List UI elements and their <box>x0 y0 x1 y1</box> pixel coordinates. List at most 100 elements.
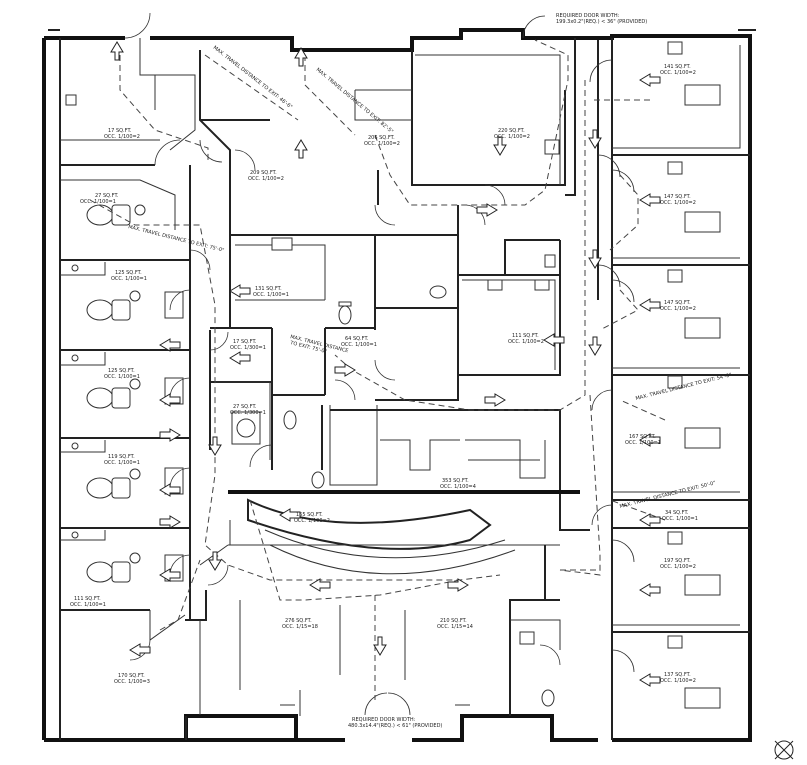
door-note-bottom-line2: 480.3x14.4"(REQ.) < 61" (PROVIDED) <box>348 723 442 729</box>
chair-icon <box>86 552 184 583</box>
arrow-left-icon <box>543 333 565 347</box>
room-occupancy: OCC. 1/100=2 <box>364 141 400 147</box>
room-area: 27 SQ.FT. <box>233 404 257 410</box>
room-area: 141 SQ.FT. <box>664 64 691 70</box>
room-occupancy: OCC. 1/100=3 <box>114 679 150 685</box>
room-occupancy: OCC. 1/100=1 <box>70 602 106 608</box>
sterilizer-icon <box>231 411 261 445</box>
arrow-down-icon <box>588 336 602 356</box>
exterior-walls <box>42 28 756 742</box>
room-occupancy: OCC. 1/15=18 <box>282 624 318 630</box>
door-note-top-line2: 199.3x0.2"(REQ.) < 36" (PROVIDED) <box>556 19 647 25</box>
room-area: 147 SQ.FT. <box>664 300 691 306</box>
exam-tables <box>667 41 721 709</box>
arrow-right-icon <box>334 363 356 377</box>
room-area: 210 SQ.FT. <box>440 618 467 624</box>
room-occupancy: OCC. 1/100=2 <box>660 70 696 76</box>
sink-icon <box>65 94 79 539</box>
room-area: 165 SQ.FT. <box>296 512 323 518</box>
room-occupancy: OCC. 1/100=1 <box>625 440 661 446</box>
arrow-right-icon <box>159 428 181 442</box>
room-area: 34 SQ.FT. <box>665 510 689 516</box>
room-occupancy: OCC. 1/100=2 <box>294 518 330 524</box>
toilet-icon <box>311 471 325 489</box>
room-area: 64 SQ.FT. <box>345 336 369 342</box>
room-occupancy: OCC. 1/100=1 <box>253 292 289 298</box>
room-occupancy: OCC. 1/100=1 <box>111 276 147 282</box>
arrow-right-icon <box>447 578 469 592</box>
arrow-up-icon <box>294 47 308 67</box>
plumbing-fixtures <box>231 139 560 707</box>
room-occupancy: OCC. 1/100=2 <box>494 134 530 140</box>
arrow-up-icon <box>110 41 124 61</box>
door-note-bottom-line1: REQUIRED DOOR WIDTH: <box>352 717 416 723</box>
arrow-left-icon <box>639 73 661 87</box>
travel-note: MAX. TRAVEL DISTANCE TO EXIT: 54'-0" <box>635 372 732 402</box>
toilet-icon <box>429 285 447 299</box>
travel-note: MAX. TRAVEL DISTANCE TO EXIT: 46'-6" <box>212 45 293 111</box>
arrow-left-icon <box>639 193 661 207</box>
arrow-down-icon <box>208 436 222 456</box>
room-area: 209 SQ.FT. <box>250 170 277 176</box>
arrow-left-icon <box>159 483 181 497</box>
arrow-right-icon <box>159 515 181 529</box>
toilet-icon <box>338 301 352 325</box>
arrow-left-icon <box>639 583 661 597</box>
room-area: 125 SQ.FT. <box>115 270 142 276</box>
room-area: 27 SQ.FT. <box>95 193 119 199</box>
arrow-right-icon <box>484 393 506 407</box>
room-area: 137 SQ.FT. <box>664 672 691 678</box>
arrow-left-icon <box>639 513 661 527</box>
arrow-left-icon <box>159 393 181 407</box>
room-area: 17 SQ.FT. <box>108 128 132 134</box>
room-occupancy: OCC. 1/100=2 <box>508 339 544 345</box>
room-occupancy: OCC. 1/100=2 <box>248 176 284 182</box>
room-area: 197 SQ.FT. <box>664 558 691 564</box>
arrow-left-icon <box>639 433 661 447</box>
sink-icon <box>667 41 683 649</box>
room-occupancy: OCC. 1/100=1 <box>341 342 377 348</box>
door-width-notes: REQUIRED DOOR WIDTH: 199.3x0.2"(REQ.) < … <box>348 13 647 729</box>
arrow-left-icon <box>309 578 331 592</box>
room-area: 111 SQ.FT. <box>74 596 101 602</box>
room-area: 125 SQ.FT. <box>108 368 135 374</box>
room-occupancy: OCC. 1/300=1 <box>230 345 266 351</box>
left-rooms-walls <box>60 38 207 641</box>
room-area: 276 SQ.FT. <box>285 618 312 624</box>
arrow-right-icon <box>476 203 498 217</box>
room-area: 131 SQ.FT. <box>255 286 282 292</box>
room-occupancy: OCC. 1/100=1 <box>104 460 140 466</box>
room-occupancy: OCC. 1/100=4 <box>440 484 476 490</box>
room-occupancy: OCC. 1/100=1 <box>80 199 116 205</box>
toilet-icon <box>283 410 297 430</box>
door-note-top-line1: REQUIRED DOOR WIDTH: <box>556 13 620 19</box>
room-occupancy: OCC. 1/100=2 <box>660 200 696 206</box>
room-occupancy: OCC. 1/100=1 <box>104 374 140 380</box>
room-area: 353 SQ.FT. <box>442 478 469 484</box>
travel-note: MAX. TRAVEL DISTANCE TO EXIT: 82'-5" <box>315 67 394 135</box>
toilet-icon <box>541 689 555 707</box>
arrow-down-icon <box>588 249 602 269</box>
arrow-up-icon <box>294 139 308 159</box>
room-area: 170 SQ.FT. <box>118 673 145 679</box>
chair-icon <box>86 290 184 321</box>
arrow-down-icon <box>588 129 602 149</box>
arrow-down-icon <box>493 136 507 156</box>
right-rooms-walls <box>597 38 750 740</box>
chair-icon <box>86 377 184 409</box>
arrow-left-icon <box>229 351 251 365</box>
room-area: 206 SQ.FT. <box>368 135 395 141</box>
arrow-down-icon <box>208 551 222 571</box>
room-area: 147 SQ.FT. <box>664 194 691 200</box>
dental-chairs <box>65 94 184 583</box>
arrow-left-icon <box>159 338 181 352</box>
room-area: 167 SQ.FT. <box>629 434 656 440</box>
arrow-left-icon <box>159 568 181 582</box>
chair-icon <box>86 467 184 499</box>
room-occupancy: OCC. 1/15=14 <box>437 624 473 630</box>
arrow-left-icon <box>639 673 661 687</box>
room-occupancy: OCC. 1/100=2 <box>660 564 696 570</box>
room-area: 17 SQ.FT. <box>233 339 257 345</box>
travel-note: MAX. TRAVEL DISTANCE TO EXIT: 75'-0" <box>128 224 225 254</box>
